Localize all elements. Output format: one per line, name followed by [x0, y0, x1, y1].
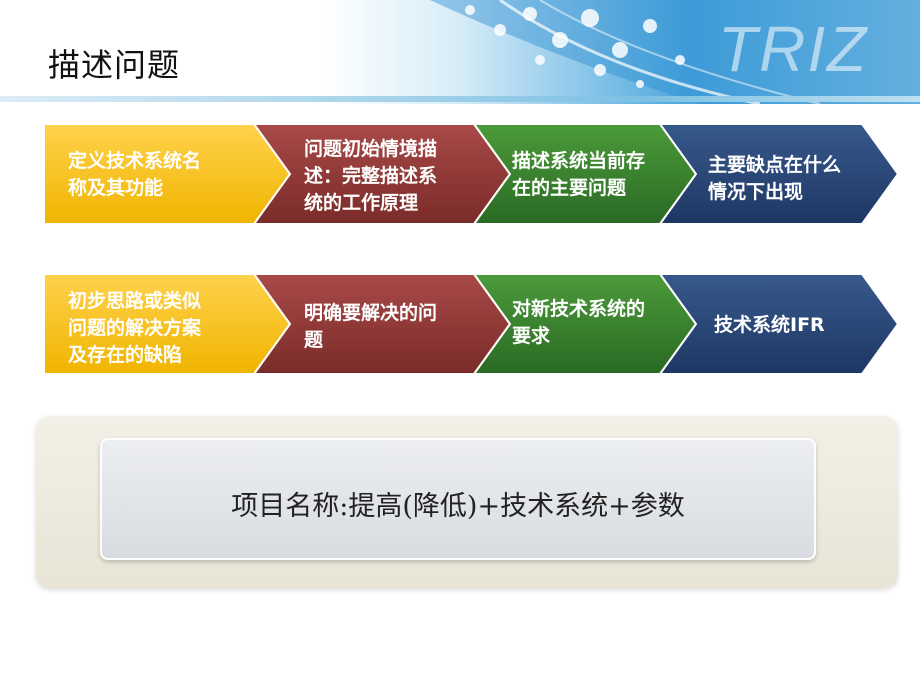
step-requirements-label: 对新技术系统的 要求	[512, 298, 646, 347]
step-ifr-label: 技术系统IFR	[714, 314, 825, 336]
process-arrows	[43, 123, 900, 375]
project-name-box: 项目名称:提高(降低)+技术系统+参数	[100, 438, 816, 560]
triz-logo: TRIZ	[718, 13, 869, 85]
project-name-text: 项目名称:提高(降低)+技术系统+参数	[231, 491, 685, 522]
step-define-problem-label: 明确要解决的问 题	[304, 302, 438, 351]
arrow-when-defect	[658, 123, 900, 225]
step-main-problem-label: 描述系统当前存 在的主要问题	[512, 150, 646, 199]
step-initial-ideas-label: 初步思路或类似 问题的解决方案 及存在的缺陷	[68, 290, 202, 366]
header-decoration	[0, 0, 920, 104]
page-title: 描述问题	[48, 46, 181, 84]
step-when-defect-label: 主要缺点在什么 情况下出现	[708, 154, 842, 203]
step-initial-situation-label: 问题初始情境描 述：完整描述系 统的工作原理	[304, 138, 438, 214]
step-define-system-label: 定义技术系统名 称及其功能	[68, 150, 202, 199]
header-divider	[0, 96, 920, 102]
header-banner: TRIZ 描述问题	[0, 0, 920, 104]
arrow-ifr	[658, 273, 900, 375]
